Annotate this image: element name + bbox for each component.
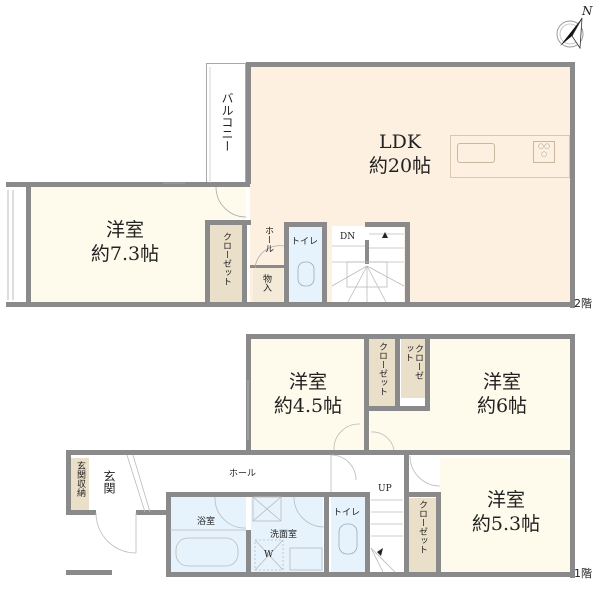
balcony-label: バルコニー	[220, 92, 234, 152]
hall-1f-label: ホール	[229, 469, 257, 479]
kitchen-counter: ○○○	[450, 135, 570, 178]
western-6-name: 洋室	[482, 371, 521, 393]
western-room-6	[430, 338, 570, 450]
entrance-storage	[71, 458, 89, 510]
toilet-2f-label: トイレ	[291, 237, 319, 247]
compass: N	[552, 4, 596, 50]
western-4.5-size: 約4.5帖	[273, 395, 343, 417]
ldk-name: LDK	[378, 131, 422, 153]
western-6-label: 洋室 約6帖	[460, 370, 544, 418]
storage-2f	[253, 268, 283, 302]
western-5.3-size: 約5.3帖	[471, 513, 541, 535]
washer-label: W	[264, 550, 274, 560]
closet-2f-label: クローゼット	[221, 232, 231, 286]
bathroom	[170, 496, 246, 572]
closet-1f-c	[408, 498, 436, 572]
closet-1f-a	[369, 338, 395, 406]
closet-1f-b-label: クローゼット	[403, 344, 423, 380]
closet-1f-b	[401, 338, 425, 398]
western-6-size: 約6帖	[476, 395, 528, 417]
stairs-down-label: DN	[340, 232, 356, 242]
western-7.3-label: 洋室 約7.3帖	[70, 218, 180, 266]
sink-icon	[457, 143, 495, 163]
hall-2f-label: ホール	[263, 226, 273, 253]
western-7.3-name: 洋室	[105, 219, 144, 241]
floor-1-label: 1階	[574, 567, 592, 580]
western-room-5.3	[440, 458, 570, 572]
western-4.5-name: 洋室	[288, 371, 327, 393]
entrance-storage-label: 玄関収納	[75, 461, 85, 497]
western-5.3-name: 洋室	[486, 489, 525, 511]
closet-1f-a-label: クローゼット	[377, 342, 387, 396]
storage-2f-label: 物入	[261, 274, 271, 292]
balcony	[206, 63, 246, 183]
western-7.3-size: 約7.3帖	[90, 243, 160, 265]
ldk-size: 約20帖	[368, 155, 432, 177]
toilet-1f-label: トイレ	[333, 508, 361, 518]
compass-north-label: N	[582, 4, 593, 18]
ldk-label: LDK 約20帖	[360, 130, 440, 178]
stairs-up-label: UP	[378, 484, 392, 494]
washroom-label: 洗面室	[270, 530, 298, 540]
bath-label: 浴室	[197, 517, 216, 527]
western-5.3-label: 洋室 約5.3帖	[456, 488, 556, 536]
hall-1f-upper	[370, 410, 430, 450]
closet-2f	[210, 224, 242, 302]
entrance-label: 玄関	[102, 470, 116, 494]
stove-icon: ○○○	[533, 141, 555, 163]
western-4.5-label: 洋室 約4.5帖	[256, 370, 360, 418]
floor-2-label: 2階	[574, 297, 592, 310]
closet-1f-c-label: クローゼット	[417, 500, 427, 554]
north-arrow-icon	[556, 17, 584, 50]
